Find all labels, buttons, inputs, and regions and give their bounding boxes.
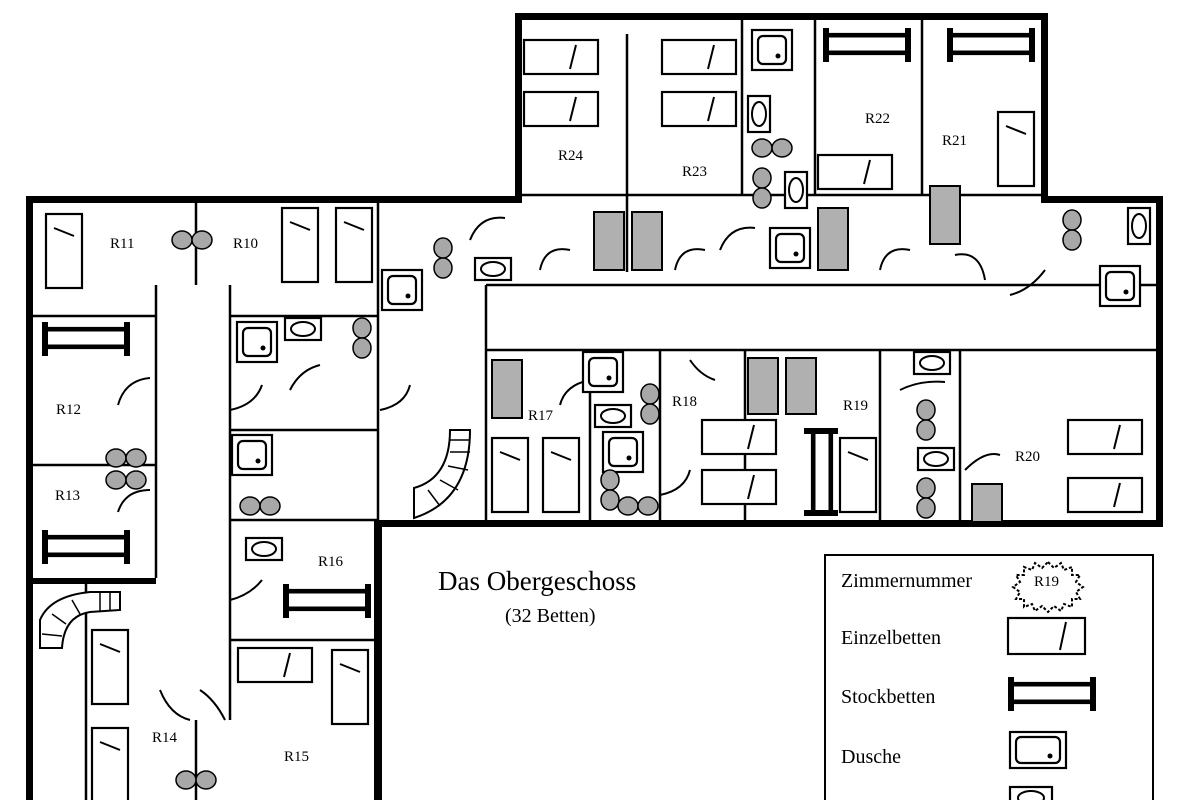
room-label-r12: R12 (56, 402, 81, 418)
walls (26, 13, 1163, 800)
room-label-r16: R16 (318, 554, 344, 570)
floor-title-block: Das Obergeschoss (32 Betten) (438, 566, 636, 627)
room-label-r13: R13 (55, 488, 80, 504)
room-label-r15: R15 (284, 749, 309, 765)
room-label-r17: R17 (528, 408, 554, 424)
legend-sink-icon (1008, 785, 1054, 800)
room-label-r18: R18 (672, 394, 697, 410)
legend-single-bed-icon (1006, 616, 1087, 656)
room-label-r24: R24 (558, 148, 584, 164)
room-label-r22: R22 (865, 111, 890, 127)
legend-room-number-badge: R19 (1011, 560, 1085, 614)
legend-room-number-label: Zimmernummer (841, 570, 972, 592)
legend: Zimmernummer R19 Einzelbetten Stockbette… (824, 554, 1154, 800)
lockers (491, 185, 1003, 523)
room-label-r10: R10 (233, 236, 258, 252)
room-labels: R24 R23 R22 R21 R11 R10 R12 R13 R16 R17 … (55, 111, 1040, 765)
doors (117, 216, 1046, 721)
legend-bunk-beds-label: Stockbetten (841, 686, 935, 708)
room-label-r11: R11 (110, 236, 134, 252)
room-label-r23: R23 (682, 164, 707, 180)
room-label-r21: R21 (942, 133, 967, 149)
legend-shower-icon (1008, 730, 1068, 770)
legend-shower-label: Dusche (841, 746, 901, 768)
room-label-r20: R20 (1015, 449, 1040, 465)
floor-title: Das Obergeschoss (438, 566, 636, 596)
staircases (39, 429, 472, 649)
room-label-r14: R14 (152, 730, 178, 746)
legend-single-beds-label: Einzelbetten (841, 627, 941, 649)
interior-walls (33, 20, 1156, 800)
floor-subtitle: (32 Betten) (505, 605, 596, 627)
room-label-r19: R19 (843, 398, 868, 414)
legend-room-number-sample: R19 (1034, 574, 1059, 590)
